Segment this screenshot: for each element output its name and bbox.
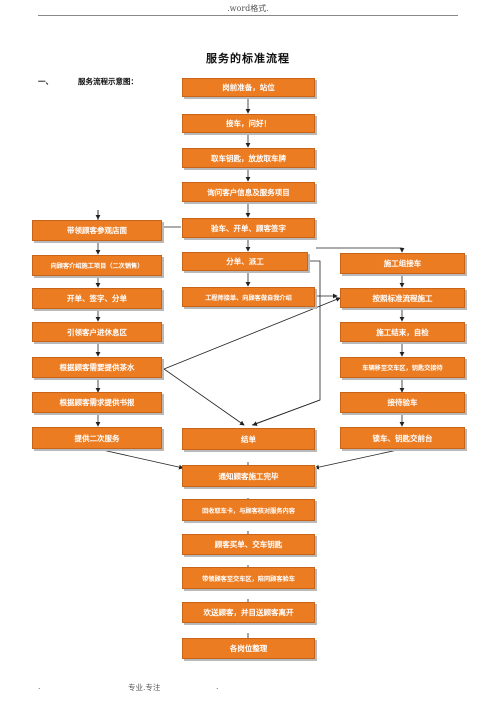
step-engineer: 工程师接单、向顾客做自我介绍 xyxy=(182,287,315,307)
right-reception-check: 接待验车 xyxy=(340,392,465,413)
left-order-sign: 开单、签字、分单 xyxy=(32,288,162,309)
right-standard-work: 按照标准流程施工 xyxy=(340,288,465,308)
step-inquire: 询问客户信息及服务项目 xyxy=(182,182,315,202)
left-tour-store: 带领顾客参观店面 xyxy=(32,220,162,241)
left-second-service: 提供二次服务 xyxy=(32,427,162,449)
left-books: 根据顾客需求提供书报 xyxy=(32,392,162,413)
step-collect-card: 回收取车卡，与顾客核对服务内容 xyxy=(182,499,315,521)
step-inspect: 验车、开单、顾客签字 xyxy=(182,218,315,238)
arrow-dispatch-to-settle xyxy=(252,399,321,426)
page-header: .word格式. xyxy=(227,4,269,13)
right-receive-car: 施工组接车 xyxy=(340,253,465,274)
step-tidy-up: 各岗位整理 xyxy=(182,638,315,659)
step-dispatch: 分单、派工 xyxy=(182,252,308,271)
step-farewell: 欢送顾客，并目送顾客离开 xyxy=(182,602,315,623)
footer-left: . xyxy=(38,682,41,691)
footer-center: 专业.专注 xyxy=(128,683,161,692)
dispatch-line xyxy=(251,260,321,426)
right-lock-car: 锁车、钥匙交前台 xyxy=(340,427,465,449)
left-lounge: 引领客户进休息区 xyxy=(32,322,162,342)
right-self-check: 施工结束，自检 xyxy=(340,322,465,342)
footer-right: . xyxy=(216,682,219,691)
step-delivery: 带领顾客至交车区，陪同顾客验车 xyxy=(182,567,315,589)
arrow-tea-to-settle xyxy=(163,368,245,426)
section-label: 服务流程示意图： xyxy=(78,77,138,86)
arrow-tea-to-construction xyxy=(163,297,341,370)
right-move-car: 车辆移至交车区，钥匙交接待 xyxy=(340,357,465,378)
step-take-key: 取车钥匙，放放取车牌 xyxy=(182,148,315,168)
section-heading: 一、 服务流程示意图： xyxy=(38,76,138,87)
arrow-left-converge xyxy=(97,448,184,470)
arrow-right-converge xyxy=(314,448,403,470)
page-title: 服务的标准流程 xyxy=(206,52,290,65)
step-notify: 通知顾客施工完毕 xyxy=(182,465,315,487)
step-greet: 接车，问好！ xyxy=(182,114,315,133)
step-settle: 结单 xyxy=(182,428,315,450)
section-number: 一、 xyxy=(38,77,53,86)
step-pay: 顾客买单、交车钥匙 xyxy=(182,534,315,555)
branch-right xyxy=(316,247,405,253)
step-prepare: 岗前准备，站位 xyxy=(182,78,315,97)
header-divider xyxy=(38,15,458,16)
left-second-sale: 向顾客介绍施工项目（二次销售） xyxy=(32,255,162,276)
left-tea: 根据顾客需要提供茶水 xyxy=(32,357,162,378)
